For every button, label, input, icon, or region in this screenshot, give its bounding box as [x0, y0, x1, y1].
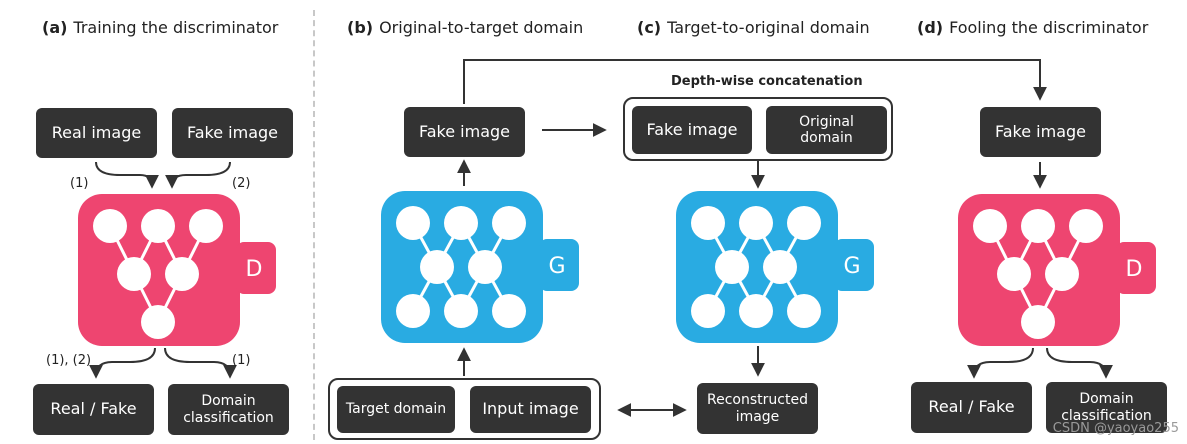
network-node [93, 209, 127, 243]
network-node [165, 257, 199, 291]
network-letter: G [548, 254, 565, 279]
network-node [691, 294, 725, 328]
network-node [492, 294, 526, 328]
network-node [117, 257, 151, 291]
fake-image-box-b: Fake image [404, 107, 525, 157]
network-node [1021, 209, 1055, 243]
reconstructed-image-box: Reconstructed image [697, 383, 818, 434]
network-node [141, 209, 175, 243]
arrow-d-to-realfake [89, 347, 156, 379]
fake-image-box-c: Fake image [632, 106, 752, 154]
network-node [787, 294, 821, 328]
original-domain-box: Original domain [766, 106, 887, 154]
network-node [1069, 209, 1103, 243]
panel-a-title: (a)Training the discriminator [42, 18, 279, 37]
generator-network-c: G [676, 191, 874, 343]
network-letter: D [1126, 257, 1143, 282]
network-tab [236, 242, 276, 294]
label-out-left: (1), (2) [46, 353, 92, 368]
network-node [141, 305, 175, 339]
target-domain-box: Target domain [337, 386, 455, 433]
network-node [189, 209, 223, 243]
network-node [468, 250, 502, 284]
panel-c-title: (c)Target-to-original domain [637, 18, 870, 37]
arrow-d2-to-domaincls [1046, 347, 1113, 379]
network-tab [539, 239, 579, 291]
network-node [763, 250, 797, 284]
network-node [444, 294, 478, 328]
arrow-fake-to-d [165, 161, 231, 189]
network-tab [1116, 242, 1156, 294]
input-image-box: Input image [470, 386, 591, 433]
network-node [420, 250, 454, 284]
network-node [739, 206, 773, 240]
discriminator-network-d: D [958, 194, 1156, 346]
fake-image-box-d: Fake image [980, 107, 1101, 157]
network-node [973, 209, 1007, 243]
watermark: CSDN @yaoyao255 [1052, 421, 1179, 436]
network-node [1045, 257, 1079, 291]
network-node [787, 206, 821, 240]
network-node [492, 206, 526, 240]
network-node [444, 206, 478, 240]
network-letter: G [843, 254, 860, 279]
concat-label: Depth-wise concatenation [671, 74, 863, 89]
network-node [715, 250, 749, 284]
arrow-top-bracket [463, 59, 1047, 104]
label-2: (2) [232, 176, 251, 191]
network-node [997, 257, 1031, 291]
network-node [691, 206, 725, 240]
arrow-real-to-d [95, 161, 159, 189]
real-fake-box-d: Real / Fake [911, 382, 1032, 433]
panel-d-title: (d)Fooling the discriminator [917, 18, 1149, 37]
arrow-d-to-domaincls [164, 347, 237, 379]
network-letter: D [246, 257, 263, 282]
network-node [1021, 305, 1055, 339]
real-image-box: Real image [36, 108, 157, 158]
fake-image-box-a: Fake image [172, 108, 293, 158]
network-node [396, 206, 430, 240]
real-fake-box-a: Real / Fake [33, 384, 154, 435]
discriminator-network-a: D [78, 194, 276, 346]
domain-classification-box-d: Domain classification [1046, 382, 1167, 433]
generator-network-b: G [381, 191, 579, 343]
network-tab [834, 239, 874, 291]
domain-classification-box-a: Domain classification [168, 384, 289, 435]
label-1: (1) [70, 176, 89, 191]
panel-b-title: (b)Original-to-target domain [347, 18, 584, 37]
network-node [739, 294, 773, 328]
network-node [396, 294, 430, 328]
label-out-right: (1) [232, 353, 251, 368]
arrow-d2-to-realfake [967, 347, 1034, 379]
panel-divider [313, 10, 315, 440]
